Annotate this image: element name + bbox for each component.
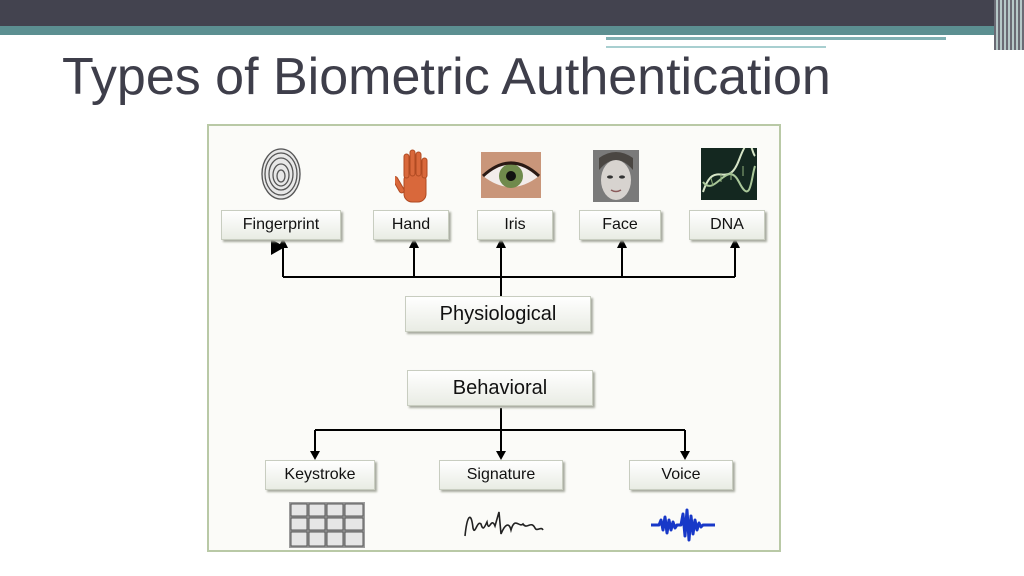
eye-icon bbox=[481, 152, 541, 198]
arrowhead-keystroke bbox=[310, 451, 320, 460]
node-dna: DNA bbox=[689, 210, 765, 240]
arrowhead-fingerprint bbox=[278, 238, 288, 248]
face-icon bbox=[593, 150, 639, 202]
node-signature: Signature bbox=[439, 460, 563, 490]
node-fingerprint: Fingerprint bbox=[221, 210, 341, 240]
keyboard-icon bbox=[289, 502, 365, 548]
connector-lines bbox=[271, 238, 740, 460]
dna-icon bbox=[701, 148, 757, 200]
behavioral-arrowheads bbox=[310, 451, 690, 460]
top-dark-bar bbox=[0, 0, 1024, 26]
accent-line-2 bbox=[606, 46, 826, 48]
top-teal-bar bbox=[0, 26, 1024, 35]
node-hand: Hand bbox=[373, 210, 449, 240]
arrowhead-hand bbox=[409, 238, 419, 248]
arrowhead-iris bbox=[496, 238, 506, 248]
node-behavioral: Behavioral bbox=[407, 370, 593, 406]
edge-stripes bbox=[994, 0, 1024, 50]
physiological-connectors bbox=[271, 239, 736, 296]
accent-line bbox=[606, 37, 946, 40]
biometric-diagram: Fingerprint Hand Iris Face DNA Physiolog… bbox=[207, 124, 781, 552]
arrowhead-signature bbox=[496, 451, 506, 460]
fingerprint-icon bbox=[261, 148, 301, 200]
physiological-arrowheads bbox=[278, 238, 740, 248]
node-physiological: Physiological bbox=[405, 296, 591, 332]
voice-waveform-icon bbox=[651, 508, 715, 542]
signature-icon bbox=[464, 511, 544, 537]
arrowhead-dna bbox=[730, 238, 740, 248]
hand-icon bbox=[395, 149, 428, 203]
node-iris: Iris bbox=[477, 210, 553, 240]
node-face: Face bbox=[579, 210, 661, 240]
arrowhead-voice bbox=[680, 451, 690, 460]
arrowhead-face bbox=[617, 238, 627, 248]
slide-title: Types of Biometric Authentication bbox=[62, 48, 831, 106]
node-voice: Voice bbox=[629, 460, 733, 490]
node-keystroke: Keystroke bbox=[265, 460, 375, 490]
behavioral-connectors bbox=[314, 408, 686, 452]
